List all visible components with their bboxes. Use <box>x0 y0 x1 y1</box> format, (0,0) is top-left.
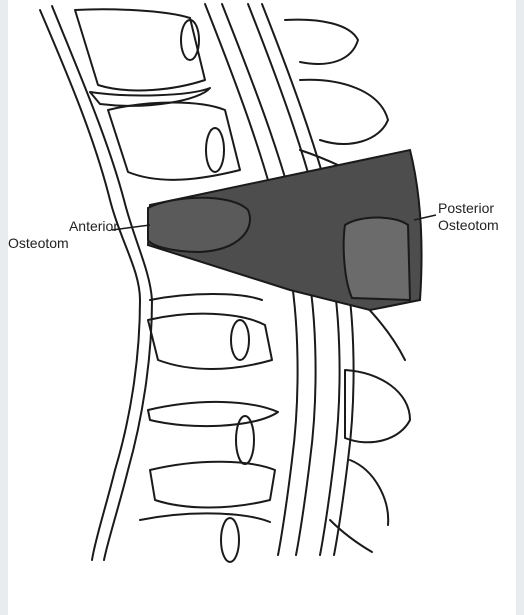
posterior-osteotomy-label: Posterior Osteotom <box>438 200 499 234</box>
anterior-label-line1: Anterior <box>8 218 118 235</box>
posterior-osteotomy-region <box>344 218 410 301</box>
vertebral-body-4 <box>150 462 275 508</box>
anterior-label-line2: Osteotom <box>8 235 118 252</box>
anterior-osteotomy-region <box>148 198 250 252</box>
posterior-label-line2: Osteotom <box>438 217 499 234</box>
spinous-process-2 <box>300 80 388 144</box>
disc-2 <box>150 294 262 300</box>
disc-4 <box>140 513 270 522</box>
posterior-label-line1: Posterior <box>438 200 499 217</box>
spinous-process-3 <box>345 370 410 442</box>
spinous-process-1 <box>285 20 358 64</box>
anterior-osteotomy-label: Anterior Osteotom <box>8 218 118 252</box>
vertebral-body-3 <box>148 314 272 369</box>
disc-3 <box>148 402 278 426</box>
